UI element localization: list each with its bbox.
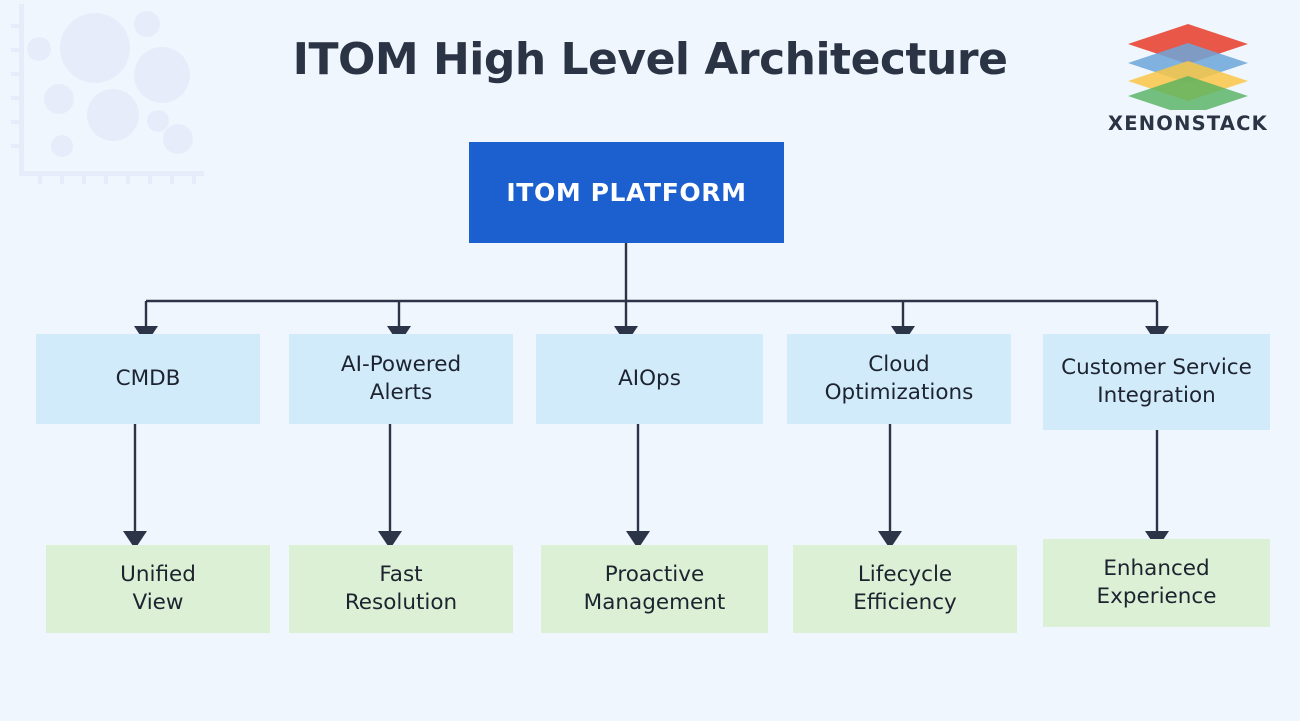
node-capability-aiops[interactable]: AIOps (536, 334, 763, 424)
stacked-layers-icon (1128, 24, 1248, 110)
node-outcome-lifecycle-efficiency[interactable]: Lifecycle Efficiency (793, 545, 1017, 633)
node-capability-cmdb[interactable]: CMDB (36, 334, 260, 424)
node-itom-platform[interactable]: ITOM PLATFORM (469, 142, 784, 243)
page-title: ITOM High Level Architecture (292, 34, 1008, 85)
brand-logo: XENONSTACK (1098, 18, 1278, 135)
bubble-chart-watermark-icon (11, 4, 204, 184)
node-capability-cloud-optimizations[interactable]: Cloud Optimizations (787, 334, 1011, 424)
node-outcome-proactive-management[interactable]: Proactive Management (541, 545, 768, 633)
node-capability-customer-service-integration[interactable]: Customer Service Integration (1043, 334, 1270, 430)
node-outcome-fast-resolution[interactable]: Fast Resolution (289, 545, 513, 633)
node-capability-ai-powered-alerts[interactable]: AI-Powered Alerts (289, 334, 513, 424)
node-outcome-unified-view[interactable]: Unified View (46, 545, 270, 633)
brand-name: XENONSTACK (1108, 112, 1268, 135)
node-outcome-enhanced-experience[interactable]: Enhanced Experience (1043, 539, 1270, 627)
